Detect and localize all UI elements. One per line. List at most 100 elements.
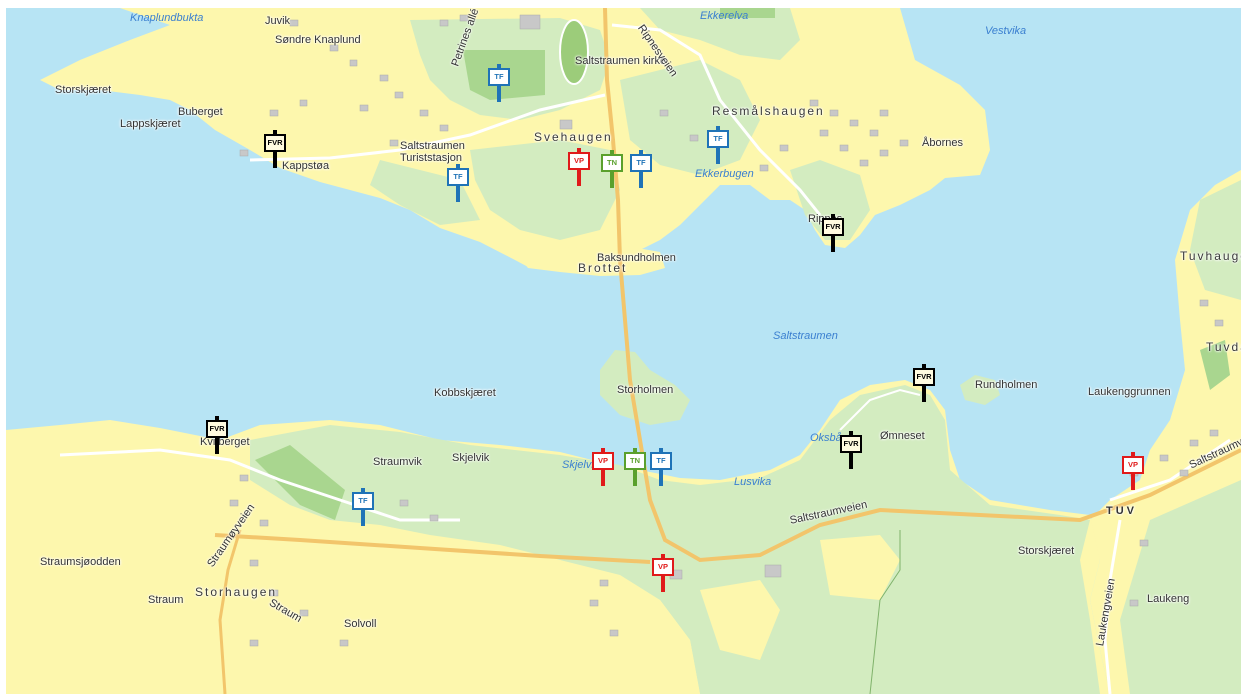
place-label-kobbskjaeret: Kobbskjæret	[434, 387, 496, 399]
place-label-buberget: Buberget	[178, 106, 223, 118]
sign-cap	[922, 364, 926, 368]
forest-north-6	[370, 160, 480, 225]
sign-board-label: FVR	[264, 134, 286, 152]
sign-cap	[661, 554, 665, 558]
road-north-w	[249, 93, 606, 162]
sign-board-label: TF	[447, 168, 469, 186]
dense-north-2	[720, 8, 775, 18]
sign-pole	[361, 510, 365, 526]
place-label-abornes: Åbornes	[922, 137, 963, 149]
place-label-storskjaeret-nw: Storskjæret	[55, 84, 112, 96]
land-north	[40, 8, 990, 268]
sign-board-label: TF	[707, 130, 729, 148]
sign-marker-tf[interactable]: TF	[707, 126, 733, 166]
place-label-laukenggrunnen: Laukenggrunnen	[1088, 386, 1171, 398]
sign-cap	[601, 448, 605, 452]
sign-pole	[1131, 474, 1135, 490]
sign-cap	[215, 416, 219, 420]
main-road	[603, 7, 1241, 563]
place-label-tuvdalen: Tuvdalen	[1206, 340, 1241, 354]
sign-cap	[1131, 452, 1135, 456]
sign-pole	[661, 576, 665, 592]
sign-cap	[716, 126, 720, 130]
sign-marker-tf[interactable]: TF	[650, 448, 676, 488]
place-label-skjelvik: Skjelvik	[452, 452, 490, 464]
sign-cap	[639, 150, 643, 154]
sign-marker-vp[interactable]: VP	[652, 554, 678, 594]
sign-pole	[716, 148, 720, 164]
sign-marker-fvr[interactable]: FVR	[913, 364, 939, 404]
road-ostbasen	[839, 388, 921, 431]
sign-pole	[610, 172, 614, 188]
place-label-kvitberget: Kvitberget	[200, 436, 250, 448]
yellow-south-3	[820, 535, 900, 600]
place-label-straumvik: Straumvik	[373, 456, 422, 468]
sign-marker-fvr[interactable]: FVR	[206, 416, 232, 456]
place-label-saltstraumen: Saltstraumen	[773, 330, 838, 342]
island-storholmen	[600, 350, 690, 425]
sign-pole	[849, 453, 853, 469]
island-baksundholmen	[520, 245, 665, 276]
sign-marker-vp[interactable]: VP	[568, 148, 594, 188]
place-label-tuv: TUV	[1106, 505, 1137, 517]
sign-marker-tf[interactable]: TF	[630, 150, 656, 190]
place-label-saltstraumen-turiststasjon: Saltstraumen Turiststasjon	[400, 140, 465, 164]
place-label-juvik: Juvik	[265, 15, 291, 27]
place-label-knaplundbukta: Knaplundbukta	[130, 12, 204, 24]
sign-cap	[273, 130, 277, 134]
boundary-line	[869, 530, 901, 694]
place-label-storhaugen: Storhaugen	[195, 585, 278, 599]
sign-marker-tf[interactable]: TF	[447, 164, 473, 204]
sign-pole	[601, 470, 605, 486]
sign-board-label: VP	[1122, 456, 1144, 474]
sign-cap	[577, 148, 581, 152]
campsite-south	[255, 445, 345, 520]
place-label-storskjaeret-se: Storskjæret	[1018, 545, 1075, 557]
sign-marker-fvr[interactable]: FVR	[264, 130, 290, 170]
sign-marker-fvr[interactable]: FVR	[822, 214, 848, 254]
place-label-rundholmen: Rundholmen	[975, 379, 1038, 391]
sign-marker-vp[interactable]: VP	[592, 448, 618, 488]
sign-marker-vp[interactable]: VP	[1122, 452, 1148, 492]
sign-pole	[639, 172, 643, 188]
place-label-resmalshaugen: Resmålshaugen	[712, 104, 825, 118]
sign-board-label: TF	[630, 154, 652, 172]
sign-marker-tf[interactable]: TF	[488, 64, 514, 104]
forest-north-5	[790, 160, 870, 240]
sign-board-label: VP	[652, 558, 674, 576]
place-label-sondre-knaplund: Søndre Knaplund	[275, 34, 361, 46]
sign-pole	[922, 386, 926, 402]
sign-cap	[633, 448, 637, 452]
sign-marker-fvr[interactable]: FVR	[840, 431, 866, 471]
sign-board-label: TN	[601, 154, 623, 172]
place-label-ekkerelva: Ekkerelva	[700, 10, 749, 22]
sign-marker-tn[interactable]: TN	[601, 150, 627, 190]
forest-east	[1120, 480, 1241, 694]
place-label-lappskjaeret: Lappskjæret	[120, 118, 181, 130]
sign-board-label: TN	[624, 452, 646, 470]
place-label-omneset: Ømneset	[880, 430, 925, 442]
sign-pole	[633, 470, 637, 486]
sign-cap	[659, 448, 663, 452]
main-road-west	[214, 533, 651, 564]
place-label-brottet: Brottet	[578, 261, 628, 275]
sign-cap	[849, 431, 853, 435]
frame-top	[0, 0, 1241, 8]
yellow-south-2	[700, 580, 780, 660]
sign-board-label: FVR	[822, 218, 844, 236]
place-label-baksundholmen: Baksundholmen	[597, 252, 676, 264]
sign-marker-tn[interactable]: TN	[624, 448, 650, 488]
place-label-kappstoa: Kappstøa	[282, 160, 330, 172]
sign-board-label: TF	[352, 492, 374, 510]
place-label-solvoll: Solvoll	[344, 618, 377, 630]
place-label-lusvika: Lusvika	[734, 476, 772, 488]
sign-pole	[215, 438, 219, 454]
sign-pole	[497, 86, 501, 102]
sign-marker-tf[interactable]: TF	[352, 488, 378, 528]
yellow-south-patch	[220, 540, 700, 694]
place-label-ekkerbugen: Ekkerbugen	[695, 168, 754, 180]
sign-pole	[456, 186, 460, 202]
sign-board-label: TF	[488, 68, 510, 86]
sign-cap	[831, 214, 835, 218]
